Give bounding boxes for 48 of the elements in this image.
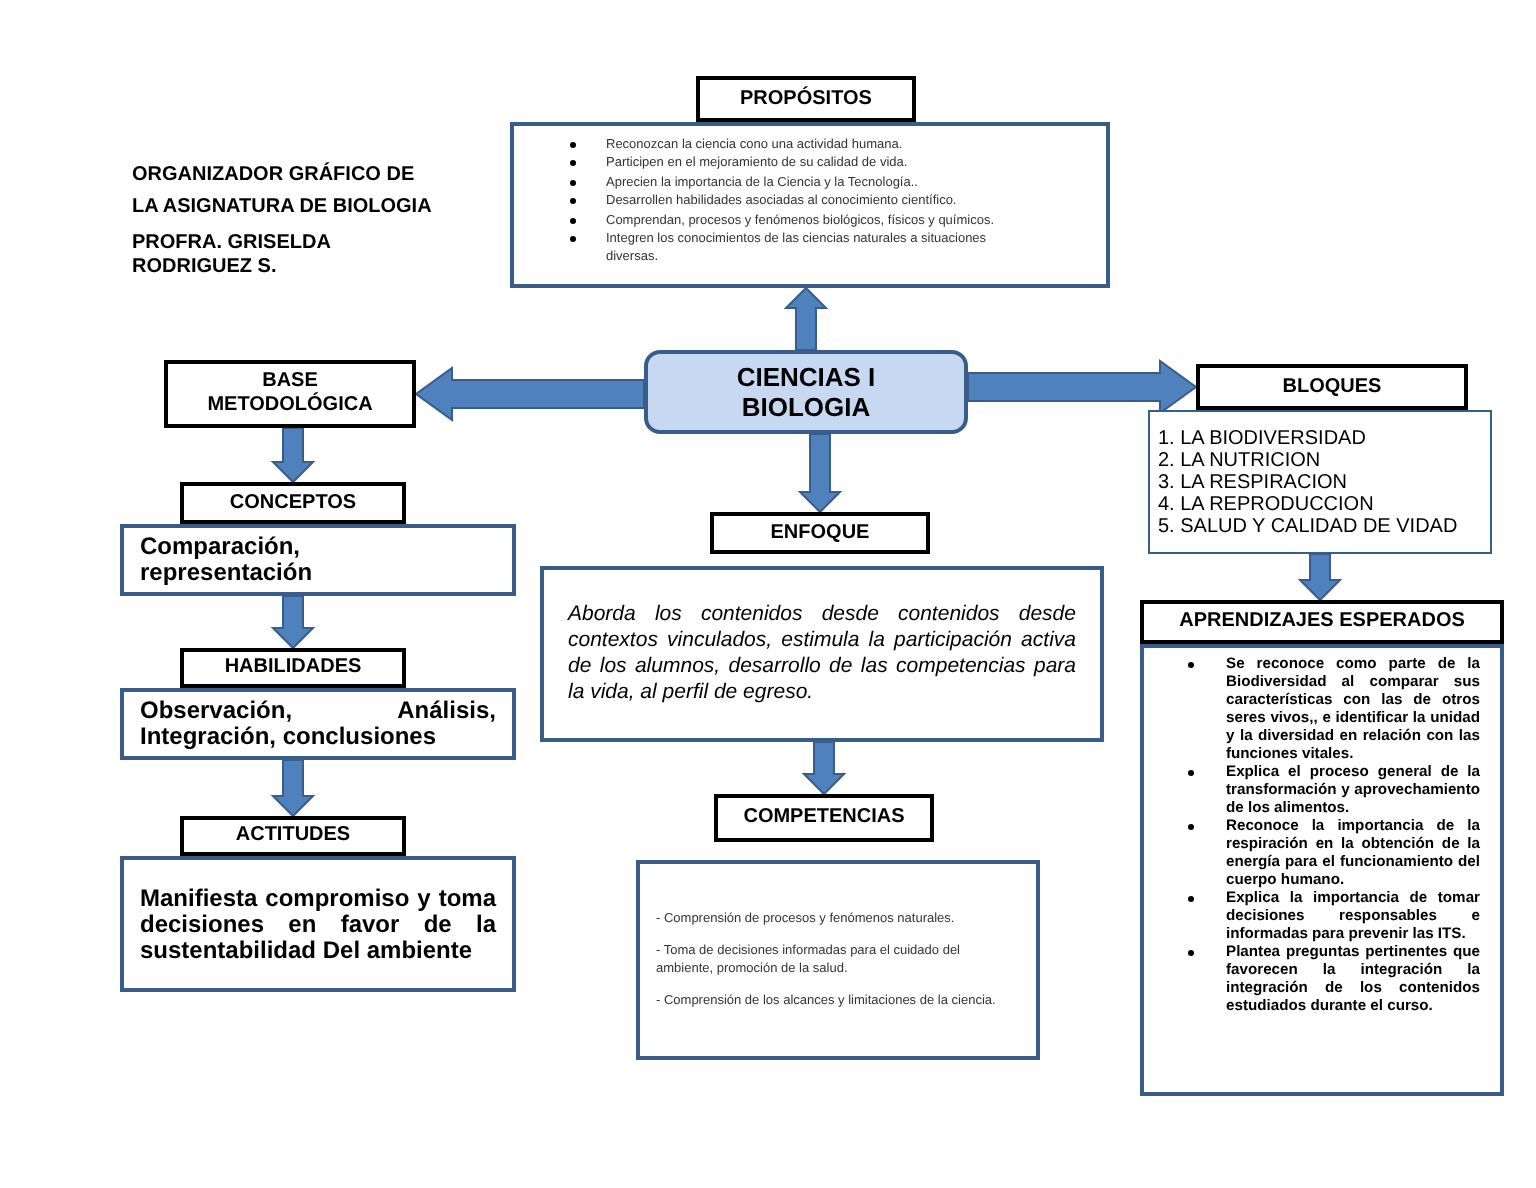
paragraph-text: Aborda los contenidos desde contenidos desde contextos vinculados, estimula la participación activa de los alumnos, desarrollo de las competencias para la vida, al perfil de egreso. xyxy=(565,602,1078,706)
content-box xyxy=(120,524,516,596)
heading-box xyxy=(1140,600,1504,644)
content-box xyxy=(636,860,1040,1060)
box-heading: ENFOQUE xyxy=(770,521,870,545)
central-title: CIENCIAS I BIOLOGIA xyxy=(734,362,878,422)
list-item: 2. LA NUTRICION xyxy=(1158,449,1323,471)
box-heading: HABILIDADES xyxy=(224,656,362,680)
block-arrow xyxy=(967,359,1198,415)
block-arrow xyxy=(270,427,316,484)
box-heading: BASE METODOLÓGICA xyxy=(205,370,375,418)
content-box xyxy=(120,856,516,992)
content-box xyxy=(120,688,516,760)
content-box xyxy=(510,122,1110,288)
block-arrow xyxy=(801,741,847,796)
box-text: Manifiesta compromiso y toma decisiones en favor de la sustentabilidad Del ambiente xyxy=(138,885,499,963)
box-heading: BLOQUES xyxy=(1282,375,1382,399)
box-heading: COMPETENCIAS xyxy=(743,806,905,830)
box-heading: APRENDIZAJES ESPERADOS xyxy=(1179,610,1465,634)
author-label: PROFRA. GRISELDA RODRIGUEZ S. xyxy=(132,232,333,280)
title: ORGANIZADOR GRÁFICO DE LA ASIGNATURA DE BIOLOGIA xyxy=(132,160,432,222)
content-box xyxy=(1148,410,1492,554)
content-box xyxy=(1140,644,1504,1096)
list-item: 3. LA RESPIRACION xyxy=(1158,471,1349,493)
box-text: Comparación, representación xyxy=(138,534,315,586)
list-item: 5. SALUD Y CALIDAD DE VIDAD xyxy=(1158,515,1460,537)
heading-box xyxy=(1196,364,1468,410)
heading-box xyxy=(710,512,930,554)
block-arrow xyxy=(414,366,645,422)
central-box xyxy=(644,350,968,434)
block-arrow xyxy=(783,286,829,351)
block-arrow xyxy=(797,433,843,514)
heading-box xyxy=(180,482,406,524)
block-arrow xyxy=(270,595,316,650)
list-item: 4. LA REPRODUCCION xyxy=(1158,493,1376,515)
heading-box xyxy=(696,76,916,122)
content-box xyxy=(540,566,1104,742)
list-item: 1. LA BIODIVERSIDAD xyxy=(1158,427,1368,449)
box-heading: ACTITUDES xyxy=(235,824,351,848)
heading-box xyxy=(714,794,934,842)
heading-box xyxy=(180,648,406,688)
heading-box xyxy=(180,816,406,856)
box-heading: CONCEPTOS xyxy=(229,491,357,515)
box-text: Observación, Análisis, Integración, conclusiones xyxy=(138,698,498,750)
box-heading: PROPÓSITOS xyxy=(740,87,872,111)
block-arrow xyxy=(1297,553,1343,602)
block-arrow xyxy=(270,759,316,818)
heading-box xyxy=(164,360,416,428)
